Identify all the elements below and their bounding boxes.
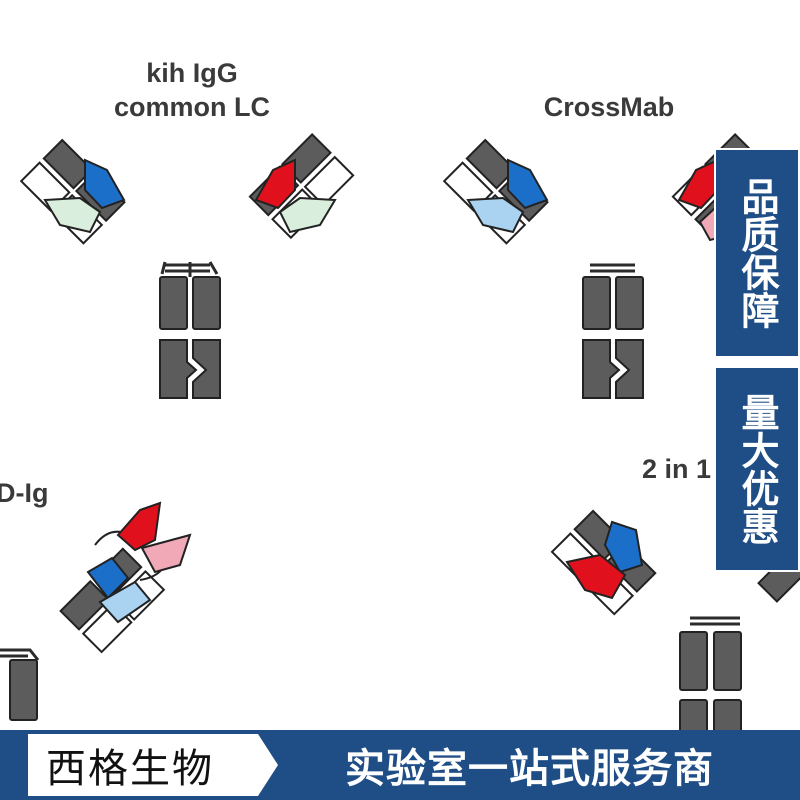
antibody-2in1 [550,509,800,730]
side-banner-quality-text: 品质保障 [735,177,779,329]
side-banner-discount[interactable]: 量大优惠 [714,366,800,572]
side-banner-quality[interactable]: 品质保障 [714,148,800,358]
antibody-kih-igg [19,133,355,399]
brand-box[interactable]: 西格生物 [28,734,278,796]
antibody-dvd-ig [0,501,192,721]
label-dvd-ig: D-Ig [0,478,48,508]
side-banner-discount-text: 量大优惠 [735,393,779,545]
label-kih-line2: common LC [114,92,270,122]
footer-bar: 西格生物 实验室一站式服务商 [0,730,800,800]
label-2in1: 2 in 1 [642,454,711,484]
label-crossmab: CrossMab [544,92,675,122]
label-kih-line1: kih IgG [146,58,238,88]
slogan: 实验室一站式服务商 [345,746,714,792]
brand-name: 西格生物 [46,746,214,792]
